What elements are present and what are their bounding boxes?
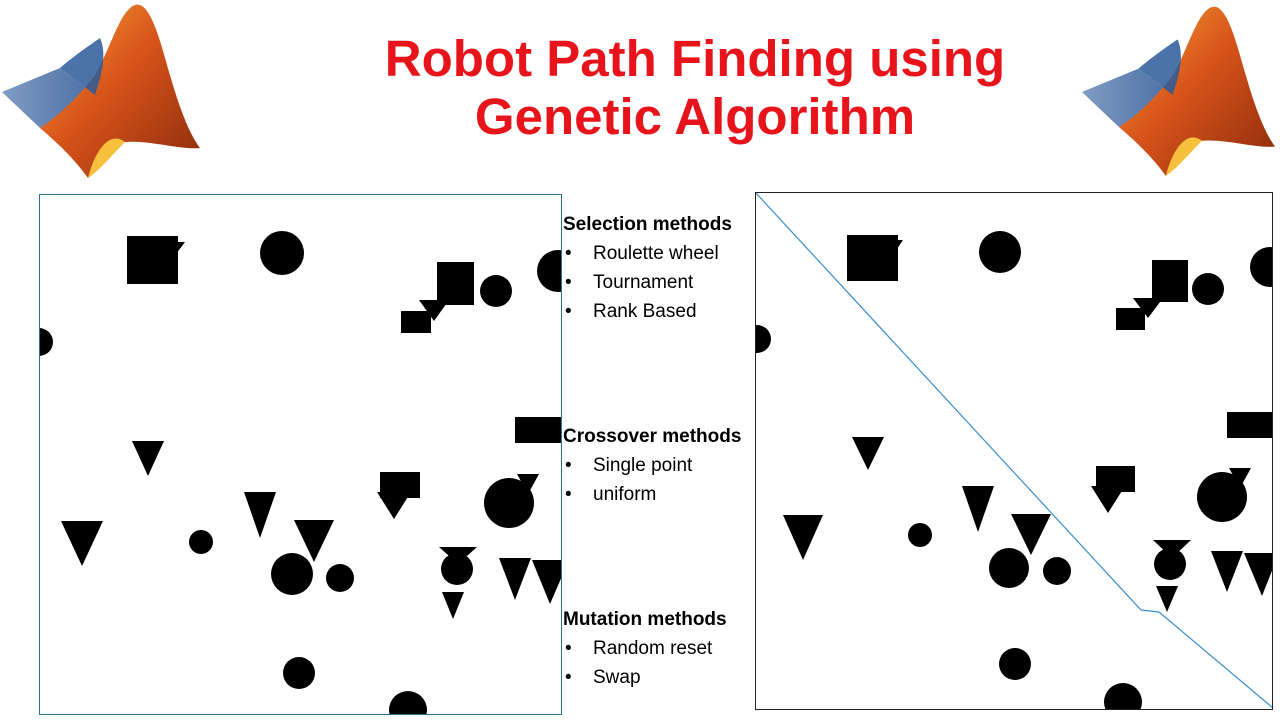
mutation-heading: Mutation methods [563, 609, 727, 630]
obstacle-circle [480, 275, 512, 307]
obstacle-map-right [755, 192, 1273, 710]
obstacle-triangle [852, 437, 884, 470]
obstacle-circle [441, 553, 473, 585]
mutation-methods: Mutation methods •Random reset •Swap [563, 605, 763, 692]
obstacle-triangle [499, 558, 531, 600]
obstacle-circle [979, 231, 1021, 273]
obstacle-circle [1197, 472, 1247, 522]
obstacle-square [1152, 260, 1188, 302]
obstacle-triangle [1156, 586, 1178, 612]
obstacle-circle [484, 478, 534, 528]
obstacle-triangle [1244, 553, 1273, 596]
obstacle-circle [1192, 273, 1224, 305]
list-item: •Swap [565, 667, 641, 688]
obstacle-triangle [244, 492, 276, 538]
obstacle-triangle [294, 520, 334, 562]
obstacle-triangle [1011, 514, 1051, 555]
crossover-methods: Crossover methods •Single point •uniform [563, 422, 763, 509]
obstacle-square [515, 417, 562, 443]
title-line-1: Robot Path Finding using [384, 30, 1006, 87]
obstacle-circle [989, 548, 1029, 588]
obstacle-triangle [1091, 486, 1125, 513]
title-line-2: Genetic Algorithm [474, 88, 916, 145]
obstacle-triangle [132, 441, 164, 476]
list-item: •Roulette wheel [565, 243, 719, 264]
matlab-logo-left [2, 4, 200, 178]
obstacle-triangle [419, 300, 449, 321]
obstacle-circle [999, 648, 1031, 680]
obstacle-circle [271, 553, 313, 595]
obstacle-circle [283, 657, 315, 689]
obstacle-triangle [1133, 298, 1163, 318]
obstacle-circle [537, 250, 562, 292]
list-item: •uniform [565, 484, 657, 505]
selection-heading: Selection methods [563, 214, 732, 235]
obstacle-triangle [167, 242, 185, 254]
obstacle-circle [39, 328, 53, 356]
obstacle-triangle [61, 521, 103, 566]
obstacle-triangle [1229, 468, 1251, 488]
obstacle-circle [189, 530, 213, 554]
obstacle-triangle [377, 492, 411, 519]
obstacle-circle [908, 523, 932, 547]
obstacle-triangle [962, 486, 994, 532]
obstacle-square [1227, 412, 1273, 438]
obstacle-circle [1250, 247, 1273, 287]
obstacle-circle [1043, 557, 1071, 585]
obstacle-triangle [783, 515, 823, 560]
list-item: •Random reset [565, 638, 713, 659]
obstacle-circle [389, 691, 427, 715]
obstacle-triangle [1211, 551, 1243, 592]
obstacle-circle [326, 564, 354, 592]
obstacle-triangle [532, 560, 562, 604]
page-title: Robot Path Finding using Genetic Algorit… [300, 30, 1090, 146]
obstacle-circle [1154, 548, 1186, 580]
obstacle-triangle [887, 240, 903, 252]
crossover-heading: Crossover methods [563, 426, 742, 447]
robot-path [755, 192, 1273, 709]
list-item: •Rank Based [565, 301, 697, 322]
matlab-logo-right [1081, 6, 1276, 176]
list-item: •Single point [565, 455, 693, 476]
obstacle-circle [260, 231, 304, 275]
obstacle-circle [1104, 683, 1142, 710]
list-item: •Tournament [565, 272, 694, 293]
obstacle-map-left [39, 194, 562, 715]
obstacle-square [437, 262, 474, 305]
obstacle-square [1116, 308, 1145, 330]
selection-methods: Selection methods •Roulette wheel •Tourn… [563, 210, 763, 326]
obstacle-triangle [517, 474, 539, 494]
obstacle-triangle [442, 592, 464, 619]
obstacle-circle [755, 325, 771, 353]
obstacle-square [401, 311, 431, 333]
